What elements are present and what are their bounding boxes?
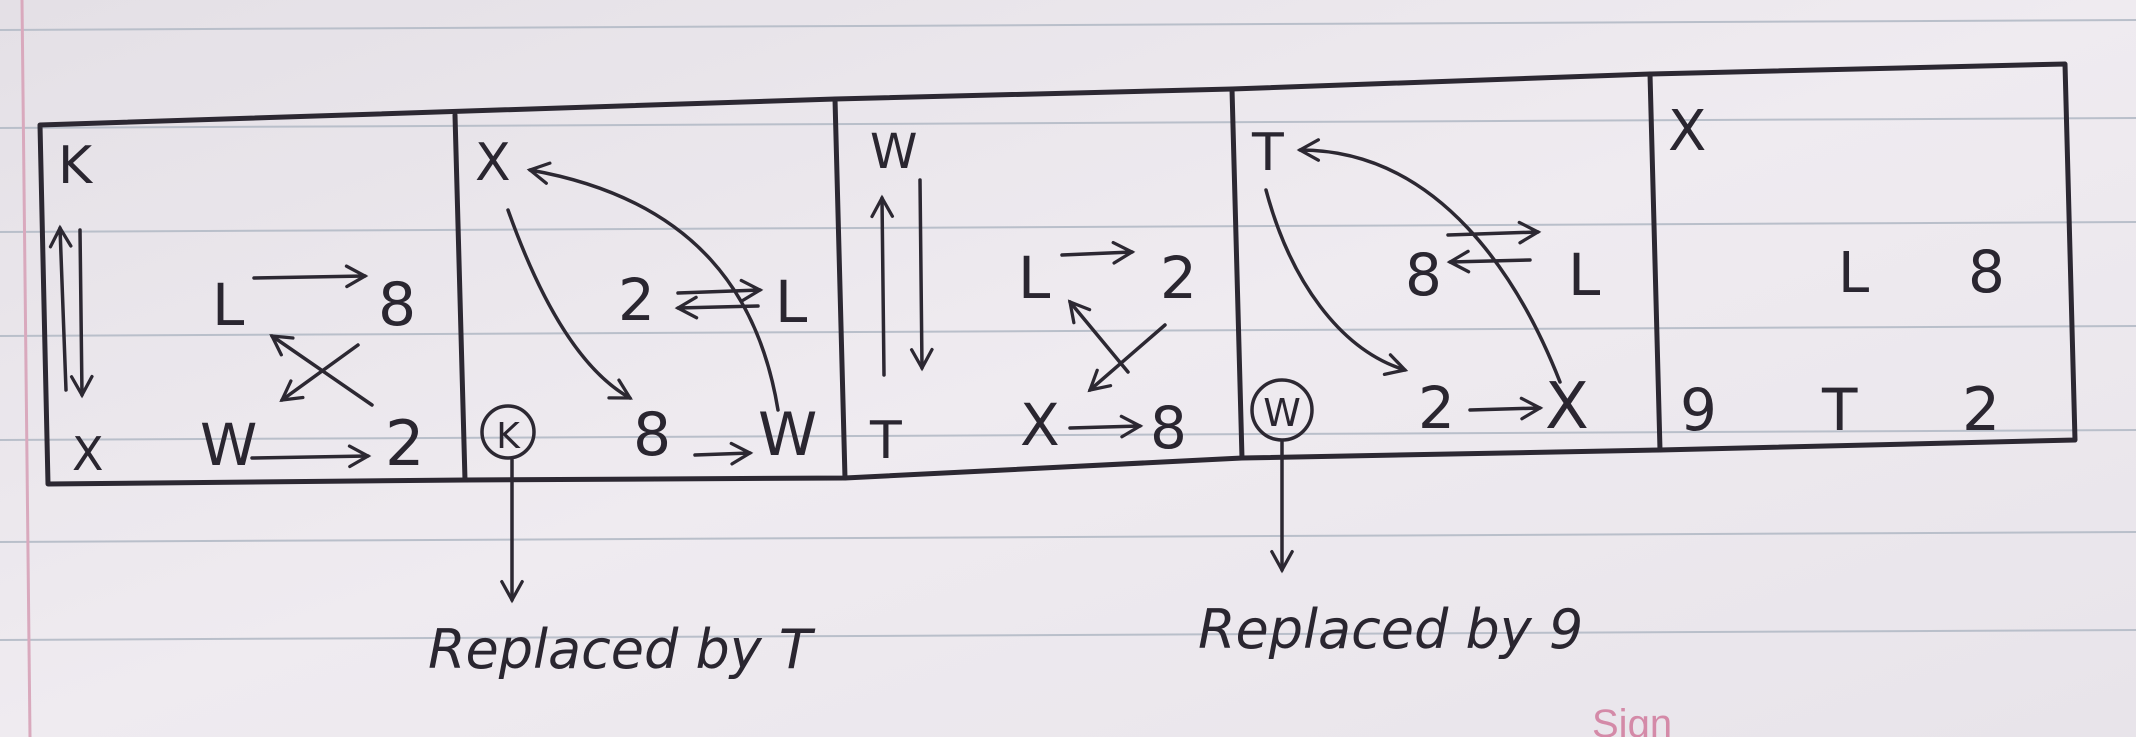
box-5-bottom-left: 9 — [1680, 376, 1717, 444]
arrow-right — [252, 264, 369, 289]
grid-outline — [37, 61, 2078, 487]
curved-arrow — [1296, 138, 1562, 384]
box-2-top-left: X — [475, 133, 511, 193]
box-4-bottom-mid: 2 — [1418, 374, 1455, 442]
divider-1 — [452, 112, 468, 483]
box-5-bottom-right: 2 — [1962, 375, 2000, 445]
arrow-right — [250, 444, 372, 469]
box-4-arrows — [1264, 138, 1562, 574]
arrow-right — [676, 278, 764, 303]
box-2-arrows — [500, 161, 780, 604]
divider-4 — [1647, 71, 1663, 453]
arrow-left — [674, 295, 760, 320]
box-1-top-left: K — [58, 136, 94, 196]
box-3-top-left: W — [870, 124, 917, 180]
box-5-mid-right: 8 — [1968, 238, 2005, 306]
box-4: T 8 L 2 X W — [1250, 123, 1600, 574]
box-4-mid-right: L — [1568, 241, 1600, 309]
box-4-circled: W — [1263, 391, 1301, 435]
margin-line — [20, 0, 32, 737]
box-1-arrows — [48, 224, 374, 469]
box-5: X L 8 9 T 2 — [1668, 99, 2005, 445]
box-3-bottom-left: T — [869, 411, 902, 471]
curved-arrow — [526, 161, 780, 412]
ruled-lines — [0, 19, 2136, 641]
arrow-right — [1060, 240, 1136, 265]
curved-arrow — [506, 208, 633, 400]
box-3: W T L 2 X 8 — [869, 124, 1197, 471]
arrow-right — [1446, 220, 1542, 245]
box-1-mid-right: 8 — [378, 270, 416, 340]
box-4-top-left: T — [1251, 123, 1284, 183]
box-1: K X L 8 W 2 — [48, 136, 424, 481]
box-2-circled: K — [496, 416, 521, 457]
footer-sign-label: Sign — [1592, 702, 1672, 737]
note-replaced-by-t: Replaced by T — [428, 618, 816, 681]
box-1-bottom-left: X — [72, 427, 104, 481]
box-1-bottom-right: 2 — [385, 407, 424, 480]
box-4-bottom-right: X — [1545, 370, 1589, 444]
box-3-mid-right: 2 — [1160, 244, 1197, 312]
divider-2 — [832, 96, 848, 481]
box-3-bottom-right: 8 — [1150, 394, 1187, 462]
circle-mark — [1250, 378, 1314, 442]
circle-mark — [480, 404, 536, 460]
arrow-left — [1446, 249, 1532, 274]
box-1-mid-left: L — [212, 271, 244, 339]
box-2-mid-right: L — [775, 268, 807, 336]
box-5-mid-left: L — [1838, 241, 1869, 306]
box-2: X 2 L 8 W K — [475, 133, 817, 604]
box-3-arrows — [870, 178, 1167, 439]
box-2-bottom-mid: 8 — [633, 400, 671, 470]
box-5-top-left: X — [1668, 99, 1706, 164]
divider-3 — [1229, 86, 1245, 461]
box-2-bottom-right: W — [758, 400, 817, 470]
box-5-bottom-mid: T — [1821, 376, 1858, 444]
box-1-bottom-mid: W — [200, 411, 257, 479]
box-3-mid-left: L — [1018, 244, 1050, 312]
swap-arrow-down — [909, 178, 934, 372]
arrow-right — [1468, 396, 1544, 421]
curved-arrow — [1264, 188, 1409, 376]
box-3-bottom-mid: X — [1020, 391, 1060, 459]
swap-arrow-down — [69, 228, 94, 399]
swap-arrow-up — [870, 194, 895, 377]
swap-arrow-up — [48, 224, 73, 392]
arrow-diagonal-up — [1067, 299, 1130, 374]
box-2-mid-left: 2 — [618, 266, 655, 334]
arrow-diagonal-down — [279, 343, 360, 402]
box-4-mid-left: 8 — [1405, 241, 1442, 309]
note-replaced-by-9: Replaced by 9 — [1198, 598, 1583, 661]
arrow-right — [693, 441, 754, 466]
arrow-right — [1068, 414, 1144, 439]
arrow-diagonal-down — [1087, 323, 1167, 393]
